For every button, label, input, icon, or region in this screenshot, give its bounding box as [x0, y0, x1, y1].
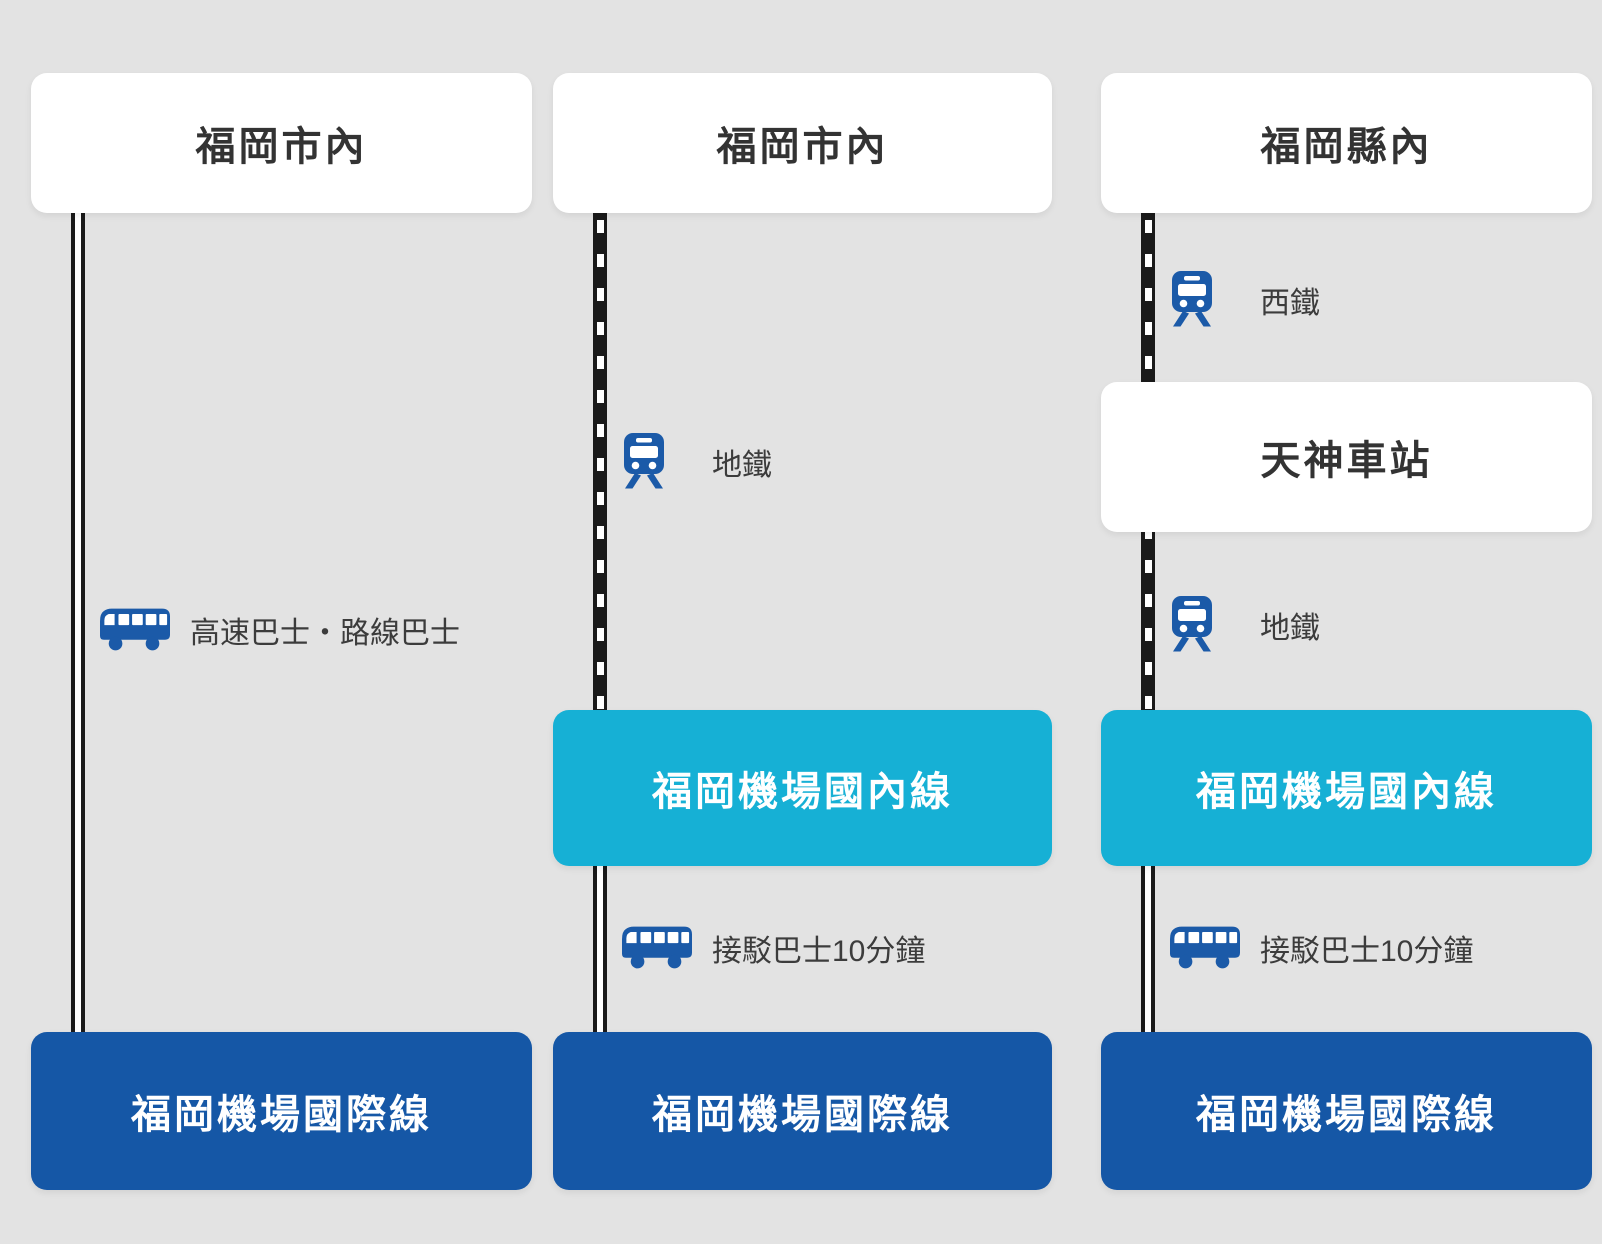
station-label: 天神車站 [1260, 439, 1433, 483]
nishitetsu-label: 西鐵 [1260, 287, 1320, 320]
terminal-box-domestic-1: 福岡機場國內線 [553, 710, 1052, 866]
bus-route-line [71, 213, 85, 1032]
terminal-label: 福岡機場國內線 [652, 770, 953, 814]
area-box-fukuoka-city-2: 福岡市內 [553, 73, 1052, 213]
terminal-box-domestic-2: 福岡機場國內線 [1101, 710, 1592, 866]
shuttle-bus-marker: 接駁巴士10分鐘 [622, 918, 925, 978]
station-box-tenjin: 天神車站 [1101, 382, 1592, 532]
terminal-box-international-3: 福岡機場國際線 [1101, 1032, 1592, 1190]
area-label: 福岡市內 [195, 125, 368, 169]
terminal-label: 福岡機場國際線 [131, 1093, 432, 1137]
area-label: 福岡縣內 [1260, 125, 1433, 169]
terminal-label: 福岡機場國內線 [1196, 770, 1497, 814]
highway-bus-marker: 高速巴士・路線巴士 [100, 600, 460, 660]
terminal-box-international-1: 福岡機場國際線 [31, 1032, 532, 1190]
terminal-box-international-2: 福岡機場國際線 [553, 1032, 1052, 1190]
train-icon [1170, 271, 1214, 329]
shuttle-bus-line [1141, 866, 1155, 1032]
shuttle-bus-label: 接駁巴士10分鐘 [712, 935, 926, 968]
bus-icon [100, 607, 170, 653]
metro-marker: 地鐵 [622, 432, 772, 492]
shuttle-bus-label: 接駁巴士10分鐘 [1260, 935, 1474, 968]
metro-label: 地鐵 [712, 449, 772, 482]
highway-bus-label: 高速巴士・路線巴士 [190, 617, 460, 650]
metro-marker: 地鐵 [1170, 595, 1320, 655]
terminal-label: 福岡機場國際線 [652, 1093, 953, 1137]
shuttle-bus-line [593, 866, 607, 1032]
bus-icon [622, 925, 692, 971]
area-label: 福岡市內 [716, 125, 889, 169]
bus-icon [1170, 925, 1240, 971]
area-box-fukuoka-city-1: 福岡市內 [31, 73, 532, 213]
metro-label: 地鐵 [1260, 612, 1320, 645]
train-icon [622, 433, 666, 491]
terminal-label: 福岡機場國際線 [1196, 1093, 1497, 1137]
area-box-fukuoka-prefecture: 福岡縣內 [1101, 73, 1592, 213]
metro-rail-line [593, 213, 607, 710]
shuttle-bus-marker: 接駁巴士10分鐘 [1170, 918, 1473, 978]
nishitetsu-marker: 西鐵 [1170, 270, 1320, 330]
train-icon [1170, 596, 1214, 654]
